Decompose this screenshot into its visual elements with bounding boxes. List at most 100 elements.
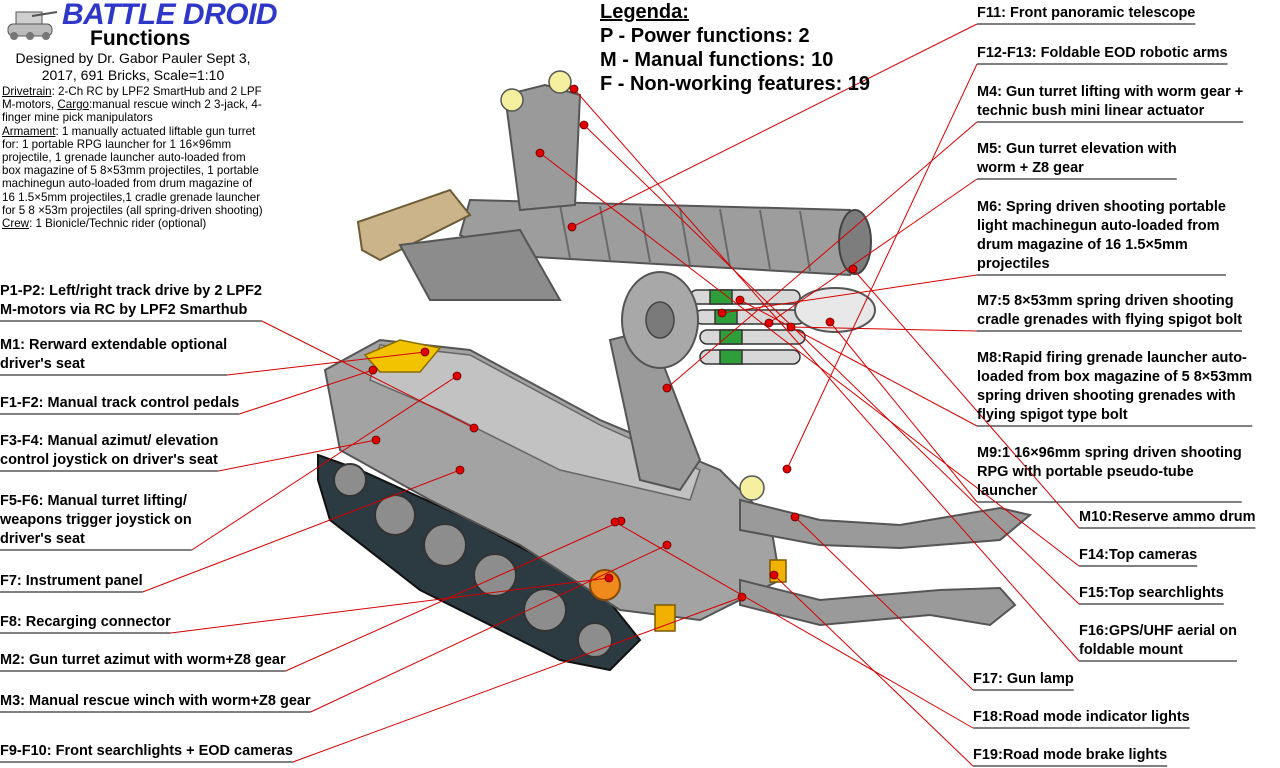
barrel-rings [559,204,811,272]
callout-line: M2: Gun turret azimut with worm+Z8 gear [0,652,286,668]
spec-text: : 2-Ch RC by LPF2 SmartHub and 2 LPF M-m… [2,85,262,112]
marker-dot [420,347,430,357]
marker-dot [569,84,579,94]
drivers-seat [363,339,442,373]
callout-line: technic bush mini linear actuator [977,103,1205,119]
callout-line: M3: Manual rescue winch with worm+Z8 gea… [0,693,311,709]
specification-block: Drivetrain: 2-Ch RC by LPF2 SmartHub and… [2,85,264,230]
marker-dot [452,371,462,381]
callout-line: F15:Top searchlights [1079,585,1224,601]
leader-line [191,375,458,551]
leader-line [614,521,974,729]
callout-f12-f13: F12-F13: Foldable EOD robotic arms [977,44,1228,63]
marker-dot [371,435,381,445]
rpg-warhead [794,287,876,333]
callout-m3: M3: Manual rescue winch with worm+Z8 gea… [0,692,311,711]
leader-line [285,520,622,672]
spec-key: Armament [2,124,56,138]
hull-top [369,344,701,501]
top-searchlight-right [548,70,572,94]
leader-line [829,321,978,503]
leader-line [583,124,1080,605]
callout-line: F8: Recarging connector [0,614,171,630]
callout-line: F14:Top cameras [1079,547,1198,563]
leader-line [768,178,978,324]
callout-m4: M4: Gun turret lifting with worm gear +t… [977,83,1243,121]
callout-line: F5-F6: Manual turret lifting/ [0,493,187,509]
marker-dot [662,540,672,550]
callout-line: F1-F2: Manual track control pedals [0,395,240,411]
callout-f3-f4: F3-F4: Manual azimut/ elevation control j… [0,432,218,470]
callout-m8: M8:Rapid firing grenade launcher auto-lo… [977,349,1252,425]
leader-line [739,299,978,427]
legend-item: P - Power functions: 2 [600,25,810,47]
leader-line [852,268,1080,529]
callout-line: M6: Spring driven shooting portable [977,199,1226,215]
callout-line: control joystick on driver's seat [0,452,218,468]
callout-line: loaded from box magazine of 5 8×53mm [977,369,1253,385]
leader-line [261,320,475,429]
marker-dot [455,465,465,475]
callout-line: projectiles [977,256,1050,272]
callout-f7: F7: Instrument panel [0,572,143,591]
legend-item: M - Manual functions: 10 [600,49,834,71]
leader-line [292,596,743,763]
callout-m2: M2: Gun turret azimut with worm+Z8 gear [0,651,286,670]
callout-line: launcher [977,483,1038,499]
marker-dot [735,295,745,305]
leader-line [218,439,377,472]
marker-dot [535,148,545,158]
callout-line: P1-P2: Left/right track drive by 2 LPF2 [0,283,262,299]
spec-key: Drivetrain [2,85,52,98]
legend-title: Legenda: [600,1,689,23]
marker-dot [579,120,589,130]
leader-line [786,63,978,470]
callout-line: M-motors via RC by LPF2 Smarthub [0,302,248,318]
eod-arm-upper [739,498,1033,550]
road-lights [654,604,676,632]
grenade-launcher [398,228,562,301]
callout-line: cradle grenades with flying spigot bolt [977,312,1243,328]
callout-line: drum magazine of 16 1.5×5mm [977,237,1188,253]
droid-logo-icon [7,11,58,40]
marker-dot [737,592,747,602]
marker-dot [604,573,614,583]
callout-line: F11: Front panoramic telescope [977,5,1196,21]
leader-line [539,152,1080,567]
callout-line: F12-F13: Foldable EOD robotic arms [977,45,1228,61]
leader-line [773,574,974,767]
leader-line [239,369,374,415]
ammo-box [356,188,472,262]
leader-line [666,121,978,389]
callout-f17: F17: Gun lamp [973,670,1074,689]
callout-line: flying spigot type bolt [977,407,1128,423]
top-camera-mast [503,83,582,212]
callout-line: driver's seat [0,356,85,372]
marker-dots [368,84,858,602]
eod-arm-lower [739,578,1017,627]
callout-f18: F18:Road mode indicator lights [973,708,1190,727]
callout-line: weapons trigger joystick on [0,512,192,528]
legend-item: F - Non-working features: 19 [600,73,871,95]
callout-f1-f2: F1-F2: Manual track control pedals [0,394,239,413]
leader-line [170,577,610,634]
marker-dot [567,222,577,232]
callout-line: M7:5 8×53mm spring driven shooting [977,293,1234,309]
callout-f15: F15:Top searchlights [1079,584,1224,603]
leader-line [142,469,461,593]
callout-line: F19:Road mode brake lights [973,747,1168,763]
callout-line: F3-F4: Manual azimut/ elevation [0,433,219,449]
vehicle-drawing [317,70,1033,672]
callout-line: F9-F10: Front searchlights + EOD cameras [0,743,293,759]
top-searchlight-left [500,88,524,112]
callout-line: F7: Instrument panel [0,573,143,589]
leader-line [571,23,978,228]
callout-line: F16:GPS/UHF aerial on [1079,623,1237,639]
callout-line: RPG with portable pseudo-tube [977,464,1194,480]
callout-line: driver's seat [0,531,85,547]
marker-dot [368,365,378,375]
